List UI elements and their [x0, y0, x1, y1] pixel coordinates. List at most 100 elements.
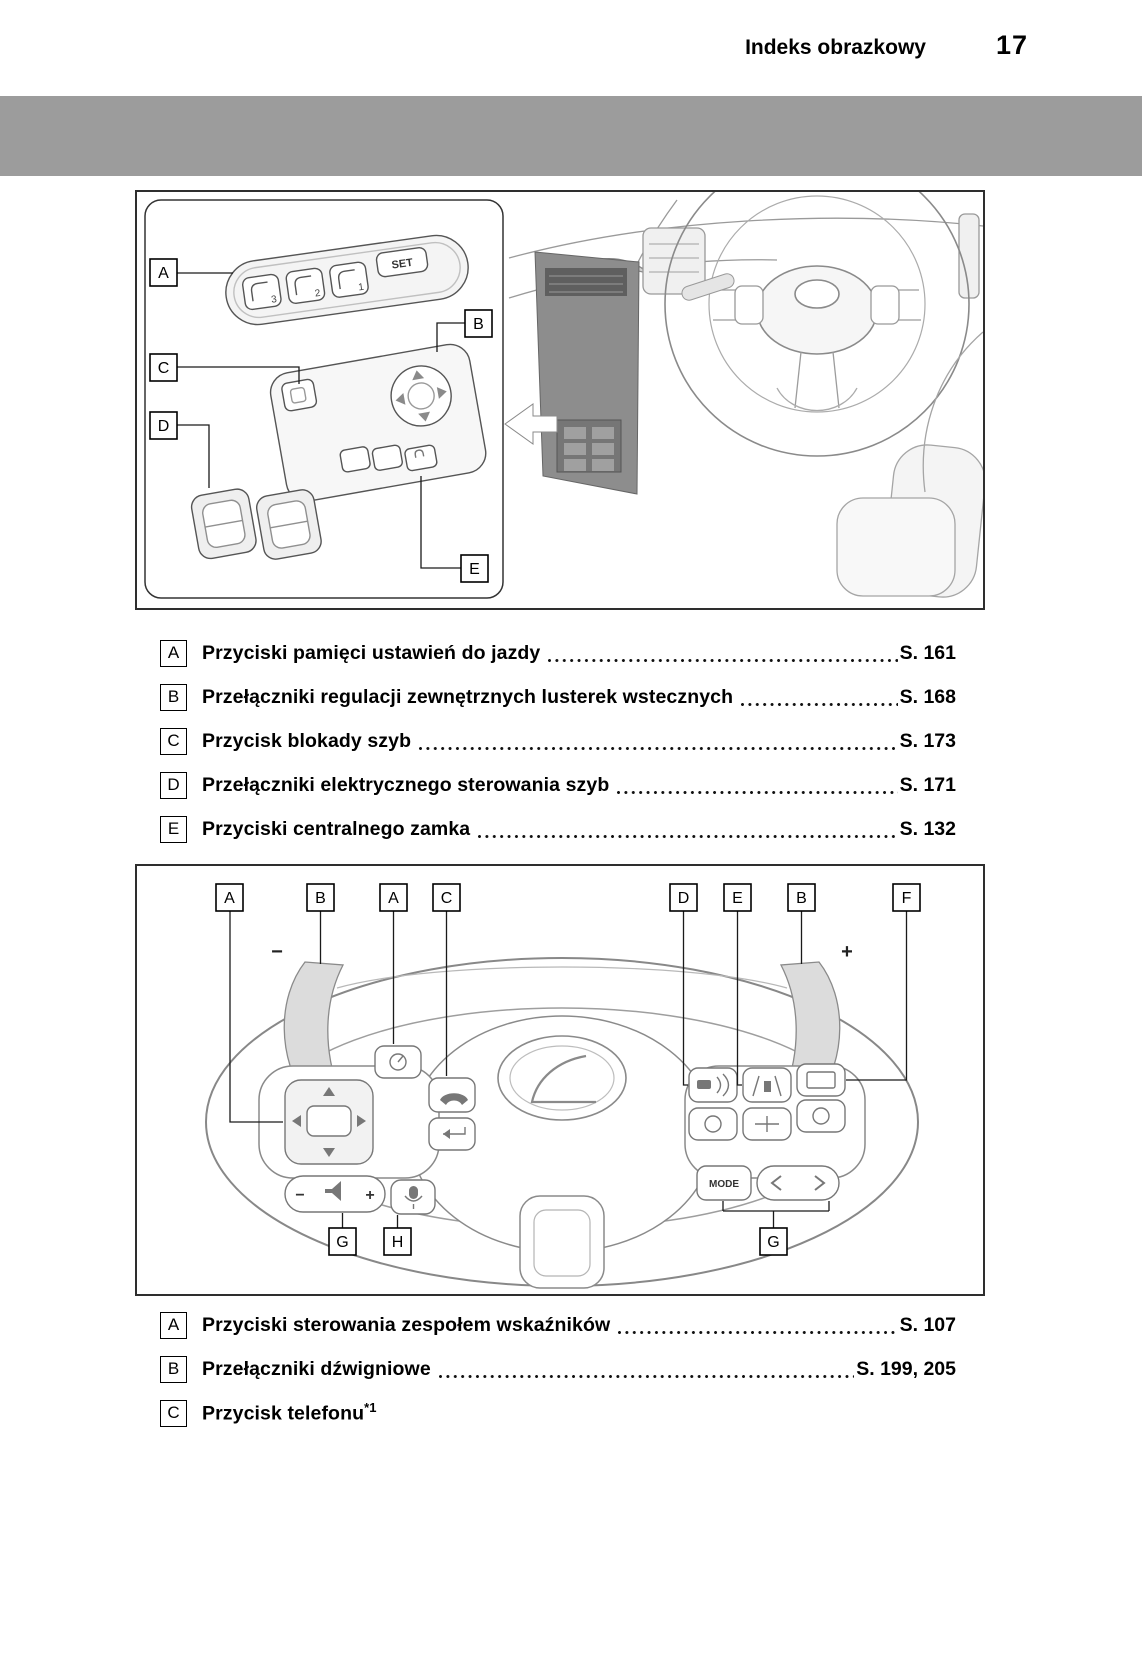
- speedometer-icon: [704, 1115, 722, 1133]
- index-item-text: Przełączniki elektrycznego sterowania sz…: [202, 773, 610, 796]
- seat-icon: [250, 281, 268, 302]
- callout-tag: C: [160, 1399, 187, 1427]
- radar-waves-icon: [716, 1073, 730, 1097]
- callout-letter-g1: G: [336, 1234, 348, 1251]
- car-icon: [697, 1080, 711, 1089]
- air-vents: [642, 213, 980, 299]
- memory-button-1-label: 1: [358, 282, 365, 294]
- arrow-up-icon: [412, 370, 425, 381]
- callout-letter-b2: B: [796, 890, 807, 907]
- center-console: [534, 251, 640, 495]
- index-item-text: Przycisk blokady szyb: [202, 729, 412, 752]
- callout-letter-a1: A: [224, 890, 235, 907]
- callout-box-c: [432, 883, 461, 912]
- right-button-cluster: MODE: [688, 1063, 846, 1201]
- mirror-window-switch-panel: [269, 343, 487, 502]
- arrow-down-icon: [418, 411, 431, 422]
- page-number: 17: [995, 30, 1028, 60]
- figure-steering-wheel: − +: [135, 864, 985, 1296]
- callout-box-d: [669, 883, 698, 912]
- fig1-callout-letters: A B C D E: [158, 265, 484, 578]
- seat-sketch: [836, 331, 983, 598]
- callout-letter-e: E: [732, 890, 743, 907]
- cruise-distance-button: [688, 1067, 738, 1103]
- callout-tag: B: [160, 1355, 187, 1383]
- door-controls-illustration: 3 2 1 SET: [144, 192, 983, 599]
- display-toggle-button: [796, 1063, 846, 1097]
- screen-icon: [806, 1071, 836, 1089]
- steering-wheel-sketch: [664, 192, 970, 457]
- mirror-select-right-button: [371, 444, 403, 471]
- index-item-c: C Przycisk telefonu*1: [160, 1391, 956, 1435]
- callout-tag: E: [160, 815, 187, 843]
- next-track-icon: [814, 1175, 826, 1191]
- index-list-steering-wheel: A Przyciski sterowania zespołem wskaźnik…: [160, 1303, 956, 1435]
- callout-box-d: [149, 411, 178, 440]
- lexus-logo: [497, 1035, 627, 1121]
- arrow-left-icon: [395, 392, 406, 405]
- callout-box-a1: [215, 883, 244, 912]
- lock-icon: [414, 449, 425, 458]
- index-item-b: B Przełączniki dźwigniowe S. 199, 205: [160, 1347, 956, 1391]
- index-list-door-controls: A Przyciski pamięci ustawień do jazdy S.…: [160, 631, 956, 851]
- callout-tag: A: [160, 639, 187, 667]
- lane-lines-icon: [752, 1075, 782, 1097]
- enter-button: [306, 1105, 352, 1137]
- assist-button: [796, 1099, 846, 1133]
- hub-emblem: [794, 279, 840, 309]
- volume-plus-label: +: [365, 1187, 374, 1204]
- set-button-label: SET: [391, 257, 414, 272]
- mode-button: [696, 1165, 752, 1201]
- callout-letter-c: C: [158, 360, 170, 377]
- gauge-icon: [389, 1053, 407, 1071]
- center-armrest: [836, 497, 956, 597]
- arrow-right-icon: [436, 387, 447, 399]
- mic-icon: [409, 1186, 418, 1199]
- column-stalk: [681, 273, 735, 301]
- callout-box-h: [383, 1227, 412, 1256]
- paddle-plus-label: +: [841, 941, 853, 963]
- arrow-right-icon: [357, 1115, 366, 1127]
- steering-wheel-illustration: − +: [205, 883, 921, 1289]
- page-title: Indeks obrazkowy: [745, 36, 926, 59]
- callout-tag: B: [160, 683, 187, 711]
- callout-box-b: [464, 309, 493, 338]
- left-button-cluster: − +: [284, 1045, 476, 1215]
- callout-letter-g2: G: [767, 1234, 779, 1251]
- mode-button-label: MODE: [709, 1179, 739, 1190]
- page-reference: S. 132: [899, 817, 956, 840]
- track-seek-switch: [756, 1165, 840, 1201]
- index-item-text: Przyciski sterowania zespołem wskaźników: [202, 1313, 611, 1336]
- page-reference: S. 173: [899, 729, 956, 752]
- arrow-up-icon: [323, 1087, 335, 1096]
- volume-minus-label: −: [295, 1187, 304, 1204]
- set-button: [375, 247, 429, 278]
- index-item-text: Przełączniki dźwigniowe: [202, 1357, 431, 1380]
- zoom-arrow: [504, 403, 558, 445]
- callout-letter-c: C: [441, 890, 453, 907]
- mirror-select-left-button: [339, 446, 371, 473]
- page-reference: S. 171: [899, 773, 956, 796]
- callout-box-f: [892, 883, 921, 912]
- dot-leader: [548, 658, 898, 662]
- page-reference: S. 161: [899, 641, 956, 664]
- callout-letter-f: F: [902, 890, 912, 907]
- callout-box-c: [149, 353, 178, 382]
- footnote-marker: *1: [364, 1400, 377, 1416]
- fig1-callout-boxes: [149, 258, 493, 583]
- dot-leader: [438, 1374, 855, 1378]
- arrow-left-icon: [292, 1115, 301, 1127]
- memory-button-3-label: 3: [271, 294, 278, 306]
- dot-leader: [617, 790, 898, 794]
- dot-leader: [741, 702, 898, 706]
- callout-tag: A: [160, 1311, 187, 1339]
- callout-letter-d: D: [158, 418, 170, 435]
- dot-leader: [478, 834, 898, 838]
- seat-icon: [337, 269, 355, 290]
- callout-letter-e: E: [469, 561, 480, 578]
- index-item-e: E Przyciski centralnego zamka S. 132: [160, 807, 956, 851]
- return-arrow-icon: [443, 1129, 450, 1139]
- fig2-callout-boxes: [215, 883, 921, 1256]
- callout-box-g1: [328, 1227, 357, 1256]
